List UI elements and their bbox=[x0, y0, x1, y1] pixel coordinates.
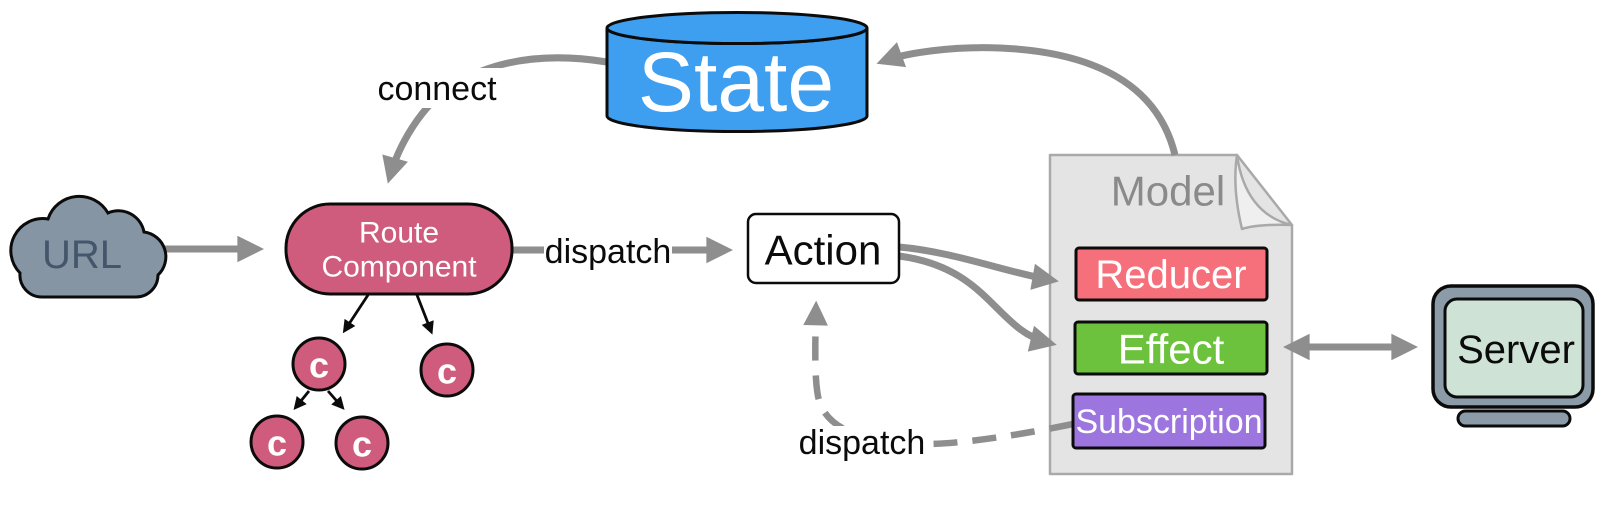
model-document-fold-corner bbox=[1234, 153, 1294, 231]
state-label: State bbox=[638, 35, 834, 129]
server-label: Server bbox=[1457, 328, 1575, 372]
dispatch-label-2: dispatch bbox=[797, 424, 929, 462]
connect-label-text: connect bbox=[377, 70, 497, 108]
model-title: Model bbox=[1111, 168, 1225, 215]
url-cloud: URL bbox=[9, 194, 168, 299]
component-child-node: c bbox=[291, 336, 347, 392]
reducer-node: Reducer bbox=[1074, 246, 1269, 302]
route-component-pill bbox=[284, 202, 514, 296]
dispatch-label-2-bg bbox=[797, 426, 929, 462]
child-label-3: c bbox=[267, 423, 287, 464]
cloud-icon bbox=[9, 194, 168, 299]
state-cylinder-top bbox=[605, 11, 869, 45]
route-component-label-line1: Route bbox=[359, 217, 439, 250]
subscription-node: Subscription bbox=[1071, 392, 1267, 450]
edge-child-1-to-child-4 bbox=[326, 390, 345, 410]
edge-action-to-reducer bbox=[898, 243, 1059, 290]
edge-route-to-child-2 bbox=[415, 294, 434, 335]
dispatch-label-bg bbox=[544, 232, 672, 270]
reducer-label: Reducer bbox=[1095, 253, 1246, 297]
child-label-1: c bbox=[309, 345, 329, 386]
edge-route-to-child-1 bbox=[342, 294, 370, 334]
child-circle-1 bbox=[291, 336, 347, 392]
server-monitor-screen bbox=[1443, 297, 1585, 399]
dispatch-label: dispatch bbox=[544, 232, 672, 271]
child-circle-2 bbox=[419, 342, 475, 398]
edge-model-to-state bbox=[876, 42, 1179, 156]
dispatch-label-text: dispatch bbox=[545, 233, 672, 271]
connect-label: connect bbox=[372, 68, 502, 108]
edge-action-to-effect bbox=[898, 252, 1057, 352]
child-label-2: c bbox=[437, 351, 457, 392]
component-child-node: c bbox=[419, 342, 475, 398]
route-component-label-line2: Component bbox=[321, 251, 477, 284]
state-cylinder: State bbox=[605, 11, 869, 133]
reducer-box bbox=[1074, 246, 1269, 302]
action-box bbox=[746, 212, 901, 285]
subscription-label: Subscription bbox=[1075, 403, 1262, 441]
effect-label: Effect bbox=[1118, 326, 1225, 373]
action-label: Action bbox=[765, 227, 882, 274]
dispatch-label-2-text: dispatch bbox=[799, 424, 926, 462]
url-label: URL bbox=[42, 233, 122, 277]
server-monitor-stand bbox=[1456, 409, 1572, 428]
action-node: Action bbox=[746, 212, 901, 285]
child-circle-4 bbox=[334, 415, 390, 471]
component-child-node: c bbox=[249, 414, 305, 470]
connect-label-bg bbox=[372, 68, 502, 108]
subscription-box bbox=[1071, 392, 1267, 450]
component-child-node: c bbox=[334, 415, 390, 471]
effect-box bbox=[1073, 320, 1269, 376]
child-circle-3 bbox=[249, 414, 305, 470]
route-component-node: Route Component bbox=[284, 202, 514, 296]
effect-node: Effect bbox=[1073, 320, 1269, 376]
edge-child-1-to-child-3 bbox=[293, 390, 311, 410]
child-label-4: c bbox=[352, 424, 372, 465]
server-monitor-icon: Server bbox=[1431, 284, 1595, 428]
